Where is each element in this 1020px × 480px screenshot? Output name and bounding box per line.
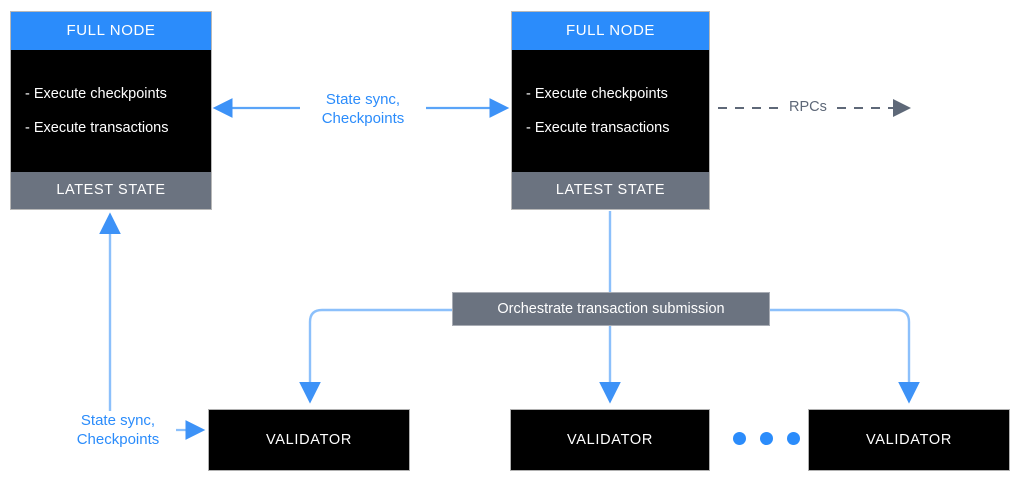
ellipsis-dot-3 (787, 432, 800, 445)
full-node-left-body: - Execute checkpoints - Execute transact… (11, 50, 211, 172)
validator-3[interactable]: VALIDATOR (808, 409, 1010, 471)
full-node-left-bullet-0: - Execute checkpoints (25, 86, 167, 102)
orchestrate-transaction-submission-box[interactable]: Orchestrate transaction submission (452, 292, 770, 326)
full-node-left[interactable]: FULL NODE - Execute checkpoints - Execut… (10, 11, 212, 210)
orchestrate-to-validator-1-arrow (299, 308, 452, 404)
orchestrate-to-validator-3-arrow (770, 308, 920, 404)
full-node-right-bullet-0: - Execute checkpoints (526, 86, 668, 102)
full-node-right-bullet-1: - Execute transactions (526, 120, 670, 136)
state-sync-label-top-line2: Checkpoints (321, 110, 405, 127)
rpcs-label-text: RPCs (789, 99, 827, 115)
ellipsis-dot-2 (760, 432, 773, 445)
validator-3-label: VALIDATOR (865, 432, 953, 448)
state-sync-label-top: State sync, Checkpoints (300, 90, 426, 128)
full-node-right[interactable]: FULL NODE - Execute checkpoints - Execut… (511, 11, 710, 210)
ellipsis-dot-1 (733, 432, 746, 445)
full-node-left-latest-state: LATEST STATE (11, 172, 211, 209)
state-sync-label-bottom-line2: Checkpoints (76, 431, 160, 448)
full-node-right-body: - Execute checkpoints - Execute transact… (512, 50, 709, 172)
full-node-left-header: FULL NODE (11, 12, 211, 50)
more-validators-ellipsis (733, 432, 800, 445)
state-sync-label-bottom-line1: State sync, (80, 412, 156, 429)
validator-2[interactable]: VALIDATOR (510, 409, 710, 471)
validator-1[interactable]: VALIDATOR (208, 409, 410, 471)
orchestrate-label: Orchestrate transaction submission (497, 301, 725, 317)
full-node-right-latest-state: LATEST STATE (512, 172, 709, 209)
validator-1-label: VALIDATOR (265, 432, 353, 448)
full-node-right-header: FULL NODE (512, 12, 709, 50)
state-sync-label-bottom: State sync, Checkpoints (60, 411, 176, 449)
full-node-left-bullet-1: - Execute transactions (25, 120, 169, 136)
validator-2-label: VALIDATOR (566, 432, 654, 448)
state-sync-label-top-line1: State sync, (325, 91, 401, 108)
rpcs-label: RPCs (786, 98, 830, 117)
